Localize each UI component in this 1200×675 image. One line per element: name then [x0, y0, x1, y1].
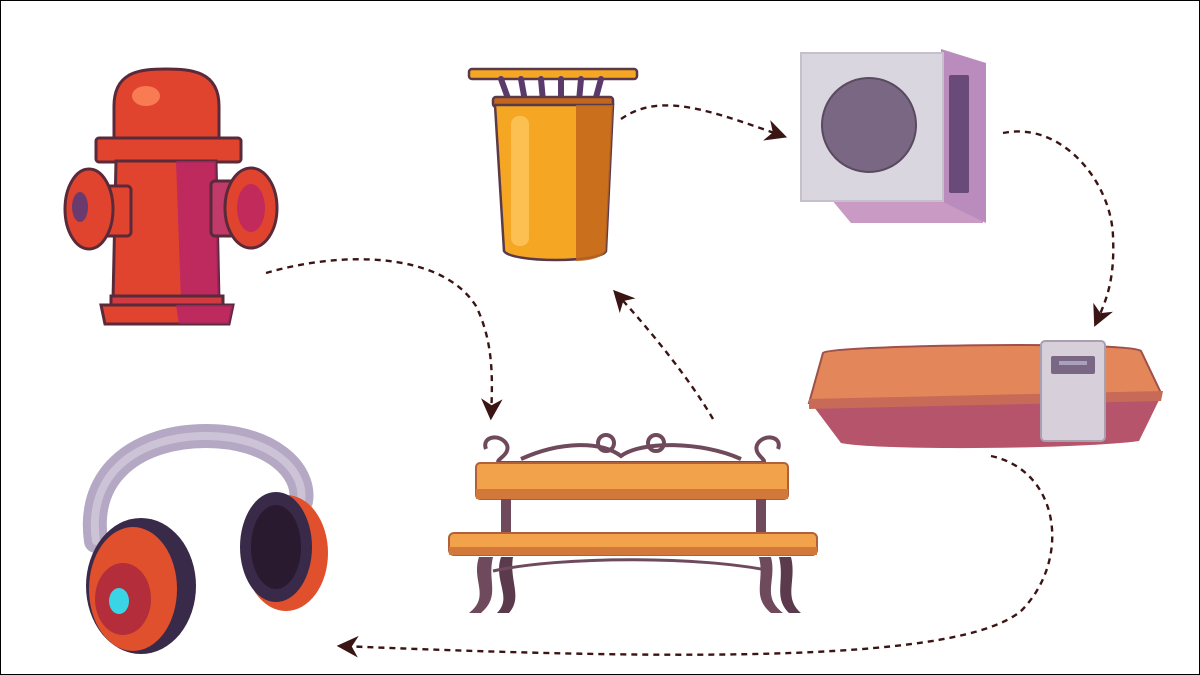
fire-hydrant-icon	[63, 67, 279, 326]
food-container-icon	[807, 340, 1163, 449]
edge-food-box-to-headphones	[336, 454, 1054, 658]
air-conditioner-icon	[800, 49, 986, 223]
edge-bench-to-trash-bin	[613, 289, 715, 420]
edges-group	[265, 104, 1115, 658]
edge-ac-unit-to-food-box	[1002, 130, 1115, 327]
edge-hydrant-to-bench	[265, 258, 503, 421]
headphones-icon	[82, 423, 328, 654]
trash-bin-icon	[467, 67, 639, 262]
edge-trash-bin-to-ac-unit	[620, 104, 788, 141]
bench-icon	[448, 433, 818, 613]
